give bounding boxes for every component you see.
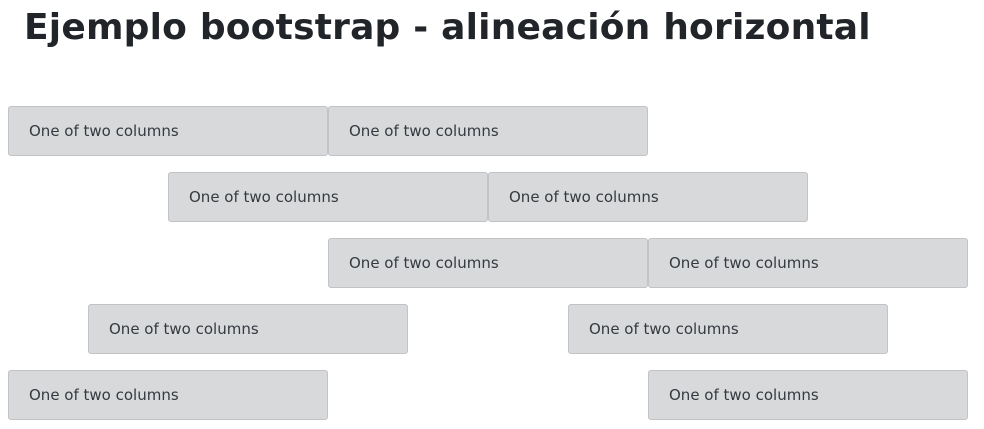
row-justify-center: One of two columns One of two columns [8,172,968,222]
column-cell: One of two columns [168,172,488,222]
column-cell: One of two columns [8,106,328,156]
row-justify-start: One of two columns One of two columns [8,106,968,156]
column-cell: One of two columns [8,370,328,420]
page-title: Ejemplo bootstrap - alineación horizonta… [24,7,871,48]
row-justify-between: One of two columns One of two columns [8,370,968,420]
column-cell: One of two columns [328,106,648,156]
column-cell: One of two columns [488,172,808,222]
row-justify-end: One of two columns One of two columns [8,238,968,288]
column-cell: One of two columns [648,370,968,420]
column-cell: One of two columns [328,238,648,288]
column-cell: One of two columns [568,304,888,354]
column-cell: One of two columns [88,304,408,354]
column-cell: One of two columns [648,238,968,288]
row-justify-around: One of two columns One of two columns [8,304,968,354]
